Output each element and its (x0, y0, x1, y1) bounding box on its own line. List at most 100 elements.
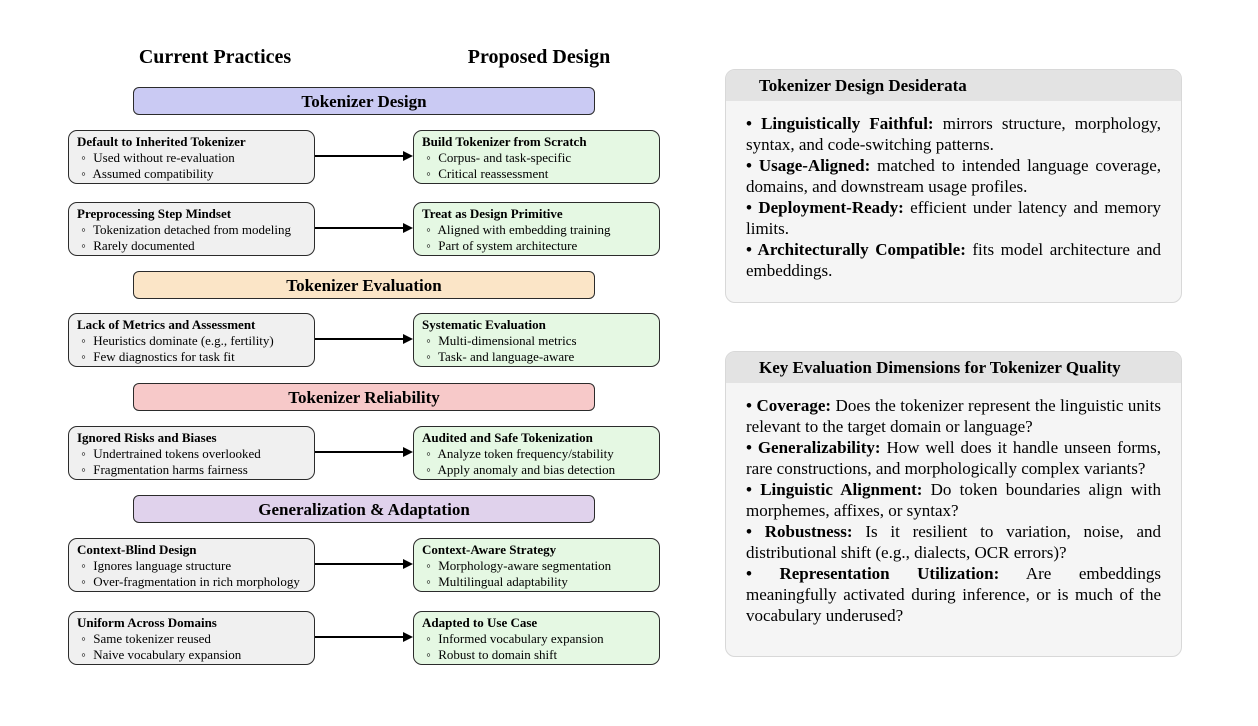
proposed-design-box-build-tokenizer-from-scratch: Build Tokenizer from Scratch◦ Corpus- an… (413, 130, 660, 184)
arrow-line (315, 155, 403, 157)
panel-bullet-linguistic-alignment: • Linguistic Alignment: Do token boundar… (746, 480, 1161, 520)
panel-bullet-deployment-ready: • Deployment-Ready: efficient under late… (746, 198, 1162, 238)
panel-bullet-generalizability: • Generalizability: How well does it han… (746, 438, 1161, 478)
box-item: ◦ Analyze token frequency/stability (422, 446, 652, 462)
open-circle-bullet-icon: ◦ (426, 333, 431, 348)
open-circle-bullet-icon: ◦ (81, 222, 86, 237)
box-item: ◦ Assumed compatibility (77, 166, 307, 182)
proposed-design-box-context-aware-strategy: Context-Aware Strategy◦ Morphology-aware… (413, 538, 660, 592)
box-item: ◦ Ignores language structure (77, 558, 307, 574)
arrow-line (315, 563, 403, 565)
panel-title: Tokenizer Design Desiderata (726, 70, 1181, 101)
panel-bullet-label: • Representation Utilization: (746, 564, 1000, 583)
arrow-head-icon (403, 151, 413, 161)
open-circle-bullet-icon: ◦ (426, 647, 431, 662)
arrow-head-icon (403, 223, 413, 233)
panel-bullet-linguistically-faithful: • Linguistically Faithful: mirrors struc… (746, 114, 1161, 154)
box-item: ◦ Over-fragmentation in rich morphology (77, 574, 307, 590)
panel-bullet-architecturally-compatible: • Architecturally Compatible: fits model… (746, 240, 1161, 280)
panel-bullet-label: • Generalizability: (746, 438, 881, 457)
box-item: ◦ Few diagnostics for task fit (77, 349, 307, 365)
open-circle-bullet-icon: ◦ (81, 574, 86, 589)
panel-bullet-label: • Linguistic Alignment: (746, 480, 923, 499)
box-title: Preprocessing Step Mindset (77, 206, 232, 221)
panel-bullet-label: • Coverage: (746, 396, 832, 415)
box-title: Default to Inherited Tokenizer (77, 134, 246, 149)
box-item: ◦ Naive vocabulary expansion (77, 647, 307, 663)
open-circle-bullet-icon: ◦ (81, 166, 86, 181)
open-circle-bullet-icon: ◦ (81, 558, 86, 573)
panel-body: • Coverage: Does the tokenizer represent… (726, 383, 1181, 636)
section-banner-generalization-adaptation: Generalization & Adaptation (133, 495, 595, 523)
arrow-line (315, 227, 403, 229)
proposed-design-box-treat-as-design-primitive: Treat as Design Primitive◦ Aligned with … (413, 202, 660, 256)
box-item: ◦ Part of system architecture (422, 238, 652, 254)
open-circle-bullet-icon: ◦ (426, 558, 431, 573)
box-title: Build Tokenizer from Scratch (422, 134, 587, 149)
box-title: Ignored Risks and Biases (77, 430, 217, 445)
panel-bullet-label: • Usage-Aligned: (746, 156, 871, 175)
box-title: Context-Blind Design (77, 542, 197, 557)
panel-tokenizer-design-desiderata: Tokenizer Design Desiderata • Linguistica… (725, 69, 1182, 303)
panel-bullet-label: • Linguistically Faithful: (746, 114, 934, 133)
box-item: ◦ Heuristics dominate (e.g., fertility) (77, 333, 307, 349)
box-item: ◦ Undertrained tokens overlooked (77, 446, 307, 462)
current-practice-box-uniform-across-domains: Uniform Across Domains◦ Same tokenizer r… (68, 611, 315, 665)
arrow-head-icon (403, 447, 413, 457)
panel-bullet-label: • Deployment-Ready: (746, 198, 904, 217)
arrow-head-icon (403, 632, 413, 642)
box-title: Systematic Evaluation (422, 317, 546, 332)
box-item: ◦ Same tokenizer reused (77, 631, 307, 647)
column-title-proposed-design: Proposed Design (467, 46, 611, 68)
box-title: Audited and Safe Tokenization (422, 430, 593, 445)
open-circle-bullet-icon: ◦ (81, 462, 86, 477)
panel-bullet-usage-aligned: • Usage-Aligned: matched to intended lan… (746, 156, 1162, 196)
box-item: ◦ Used without re-evaluation (77, 150, 307, 166)
arrow-head-icon (403, 334, 413, 344)
box-item: ◦ Fragmentation harms fairness (77, 462, 307, 478)
open-circle-bullet-icon: ◦ (81, 446, 86, 461)
panel-body: • Linguistically Faithful: mirrors struc… (726, 101, 1181, 291)
open-circle-bullet-icon: ◦ (426, 631, 431, 646)
current-practice-box-context-blind-design: Context-Blind Design◦ Ignores language s… (68, 538, 315, 592)
box-item: ◦ Aligned with embedding training (422, 222, 652, 238)
box-title: Treat as Design Primitive (422, 206, 563, 221)
open-circle-bullet-icon: ◦ (426, 574, 431, 589)
arrow-line (315, 451, 403, 453)
section-banner-tokenizer-reliability: Tokenizer Reliability (133, 383, 595, 411)
arrow-head-icon (403, 559, 413, 569)
box-item: ◦ Critical reassessment (422, 166, 652, 182)
box-item: ◦ Informed vocabulary expansion (422, 631, 652, 647)
open-circle-bullet-icon: ◦ (81, 647, 86, 662)
open-circle-bullet-icon: ◦ (426, 238, 431, 253)
current-practice-box-default-to-inherited-tokenizer: Default to Inherited Tokenizer◦ Used wit… (68, 130, 315, 184)
open-circle-bullet-icon: ◦ (81, 349, 86, 364)
box-item: ◦ Multilingual adaptability (422, 574, 652, 590)
open-circle-bullet-icon: ◦ (426, 166, 431, 181)
open-circle-bullet-icon: ◦ (426, 150, 431, 165)
box-item: ◦ Multi-dimensional metrics (422, 333, 652, 349)
open-circle-bullet-icon: ◦ (426, 349, 431, 364)
proposed-design-box-audited-and-safe-tokenization: Audited and Safe Tokenization◦ Analyze t… (413, 426, 660, 480)
panel-bullet-coverage: • Coverage: Does the tokenizer represent… (746, 396, 1161, 436)
panel-bullet-robustness: • Robustness: Is it resilient to variati… (746, 522, 1161, 562)
box-item: ◦ Task- and language-aware (422, 349, 652, 365)
box-item: ◦ Morphology-aware segmentation (422, 558, 652, 574)
current-practice-box-ignored-risks-and-biases: Ignored Risks and Biases◦ Undertrained t… (68, 426, 315, 480)
proposed-design-box-systematic-evaluation: Systematic Evaluation◦ Multi-dimensional… (413, 313, 660, 367)
section-banner-tokenizer-evaluation: Tokenizer Evaluation (133, 271, 595, 299)
current-practice-box-preprocessing-step-mindset: Preprocessing Step Mindset◦ Tokenization… (68, 202, 315, 256)
panel-title: Key Evaluation Dimensions for Tokenizer … (726, 352, 1181, 383)
panel-bullet-label: • Architecturally Compatible: (746, 240, 966, 259)
panel-bullet-label: • Robustness: (746, 522, 853, 541)
arrow-line (315, 338, 403, 340)
section-banner-tokenizer-design: Tokenizer Design (133, 87, 595, 115)
box-item: ◦ Robust to domain shift (422, 647, 652, 663)
open-circle-bullet-icon: ◦ (426, 446, 431, 461)
open-circle-bullet-icon: ◦ (81, 238, 86, 253)
column-title-current-practices: Current Practices (138, 46, 292, 68)
box-item: ◦ Apply anomaly and bias detection (422, 462, 652, 478)
open-circle-bullet-icon: ◦ (426, 222, 431, 237)
panel-key-evaluation-dimensions-for-tokenizer-quality: Key Evaluation Dimensions for Tokenizer … (725, 351, 1182, 657)
